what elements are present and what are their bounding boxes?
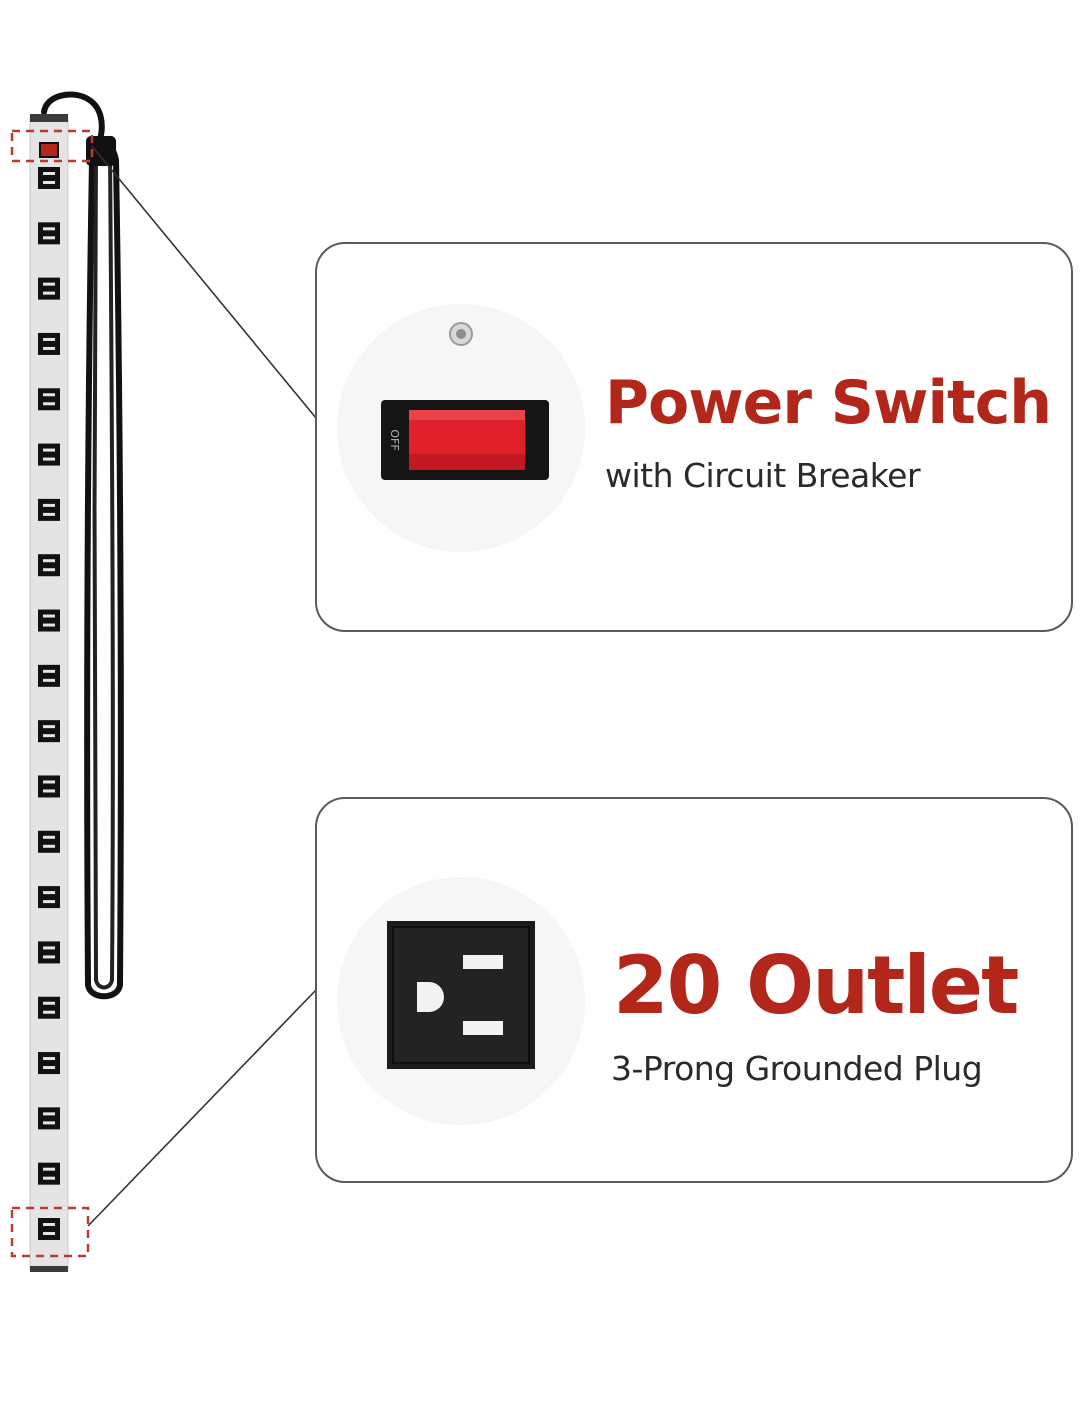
switch-off-label: OFF xyxy=(388,429,401,450)
grounded-outlet-icon xyxy=(337,877,585,1125)
switch-closeup: OFF xyxy=(337,304,585,552)
power-switch-callout: OFF Power Switch with Circuit Breaker xyxy=(315,242,1073,632)
rocker-switch-icon: OFF xyxy=(337,304,585,552)
strip-outlet xyxy=(38,664,60,687)
outlet-subtitle: 3-Prong Grounded Plug xyxy=(611,1049,983,1088)
strip-outlet xyxy=(38,498,60,521)
strip-outlet xyxy=(38,443,60,466)
outlet-callout: 20 Outlet 3-Prong Grounded Plug xyxy=(315,797,1073,1183)
strip-outlet xyxy=(38,609,60,632)
strip-outlet xyxy=(38,1107,60,1130)
outlet-closeup xyxy=(337,877,585,1125)
strip-outlet xyxy=(38,1218,60,1240)
strip-outlet xyxy=(38,830,60,853)
outlet-connector-line xyxy=(87,989,317,1227)
strip-outlet xyxy=(38,775,60,798)
strip-outlet xyxy=(38,554,60,577)
strip-top-cap xyxy=(30,114,68,122)
strip-outlets xyxy=(38,167,60,1240)
strip-outlet xyxy=(38,886,60,909)
strip-outlet xyxy=(38,167,60,189)
strip-outlet xyxy=(38,720,60,743)
strip-outlet xyxy=(38,941,60,964)
power-cord xyxy=(41,91,124,1000)
power-cord-inner xyxy=(92,149,115,990)
power-switch-subtitle: with Circuit Breaker xyxy=(605,456,921,495)
switch-connector-line xyxy=(91,145,317,419)
strip-outlet xyxy=(38,222,60,245)
power-switch-title: Power Switch xyxy=(605,368,1052,438)
plug-head xyxy=(86,136,116,166)
strip-outlet xyxy=(38,332,60,355)
strip-outlet xyxy=(38,388,60,411)
strip-outlet xyxy=(38,1162,60,1185)
strip-bottom-cap xyxy=(30,1266,68,1272)
strip-outlet xyxy=(38,1052,60,1075)
outlet-count-title: 20 Outlet xyxy=(613,939,1019,1032)
outlet-highlight-box xyxy=(10,1206,90,1258)
strip-outlet xyxy=(38,277,60,300)
strip-outlet xyxy=(38,996,60,1019)
strip-switch-icon xyxy=(39,142,59,158)
